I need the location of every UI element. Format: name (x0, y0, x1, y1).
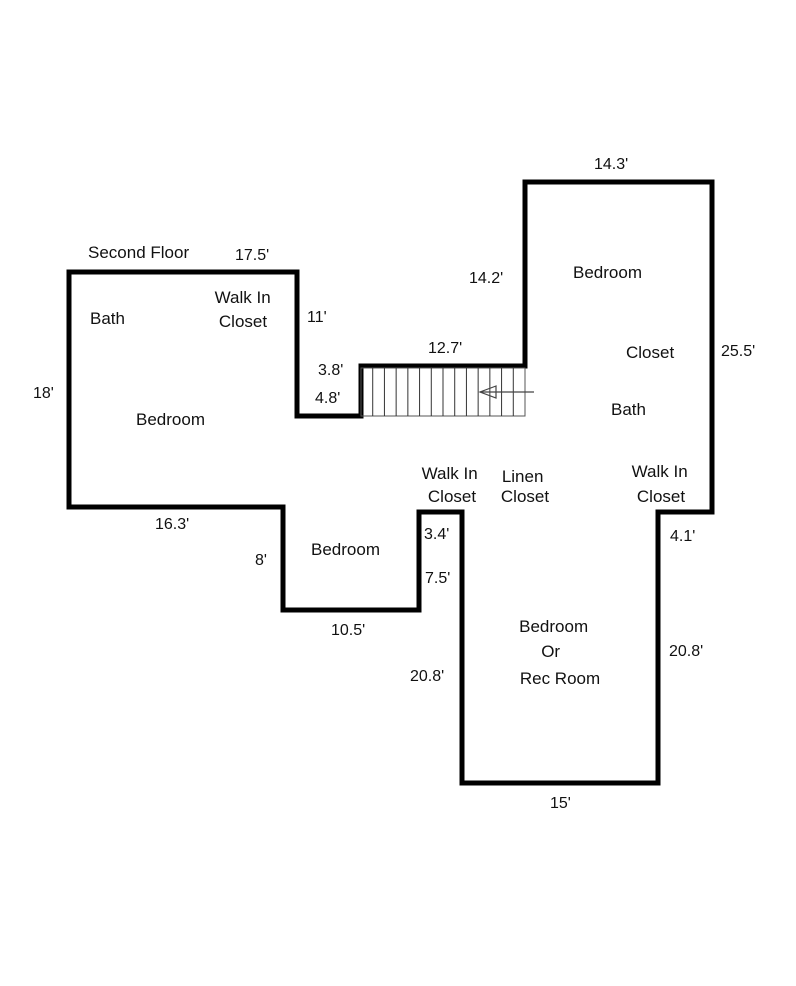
room-label-bath-left: Bath (90, 309, 125, 328)
dim-rec-right-step: 4.1' (670, 528, 695, 545)
room-label-bath-right: Bath (611, 400, 646, 419)
room-label-closet-right: Closet (626, 343, 674, 362)
room-label-bedroom-left: Bedroom (136, 410, 205, 429)
dim-left-bottom-width: 16.3' (155, 516, 189, 533)
dim-closet-mid-width: 3.4' (424, 526, 449, 543)
dim-rec-left-height: 20.8' (410, 668, 444, 685)
stair-arrow (478, 385, 534, 399)
staircase (360, 367, 534, 417)
dim-rec-right-height: 20.8' (669, 643, 703, 660)
dim-rec-width: 15' (550, 795, 571, 812)
dim-bedroom-bottom-width: 10.5' (331, 622, 365, 639)
dim-notch-width: 3.8' (318, 362, 343, 379)
dim-left-height: 18' (33, 385, 54, 402)
dim-right-wing-width: 14.3' (594, 156, 628, 173)
room-label-bedroom-rec: Bedroom Or Rec Room (519, 617, 600, 688)
room-label-linen-closet: Linen Closet (501, 467, 549, 506)
page-title: Second Floor (88, 243, 189, 262)
dim-notch-depth: 4.8' (315, 390, 340, 407)
room-label-walk-in-closet-top: Walk In Closet (215, 288, 276, 331)
dim-right-wing-drop: 14.2' (469, 270, 503, 287)
dim-top-left-width: 17.5' (235, 247, 269, 264)
dim-stair-run: 12.7' (428, 340, 462, 357)
room-label-bedroom-bottom: Bedroom (311, 540, 380, 559)
room-label-walk-in-closet-mid: Walk In Closet (422, 464, 483, 506)
dim-right-wing-height: 25.5' (721, 343, 755, 360)
room-label-bedroom-right: Bedroom (573, 263, 642, 282)
dim-bedroom-bottom-height: 8' (255, 552, 267, 569)
dim-closet-notch-height: 11' (307, 309, 327, 326)
dim-closet-mid-height: 7.5' (425, 570, 450, 587)
room-label-walk-in-closet-right: Walk In Closet (632, 462, 693, 506)
